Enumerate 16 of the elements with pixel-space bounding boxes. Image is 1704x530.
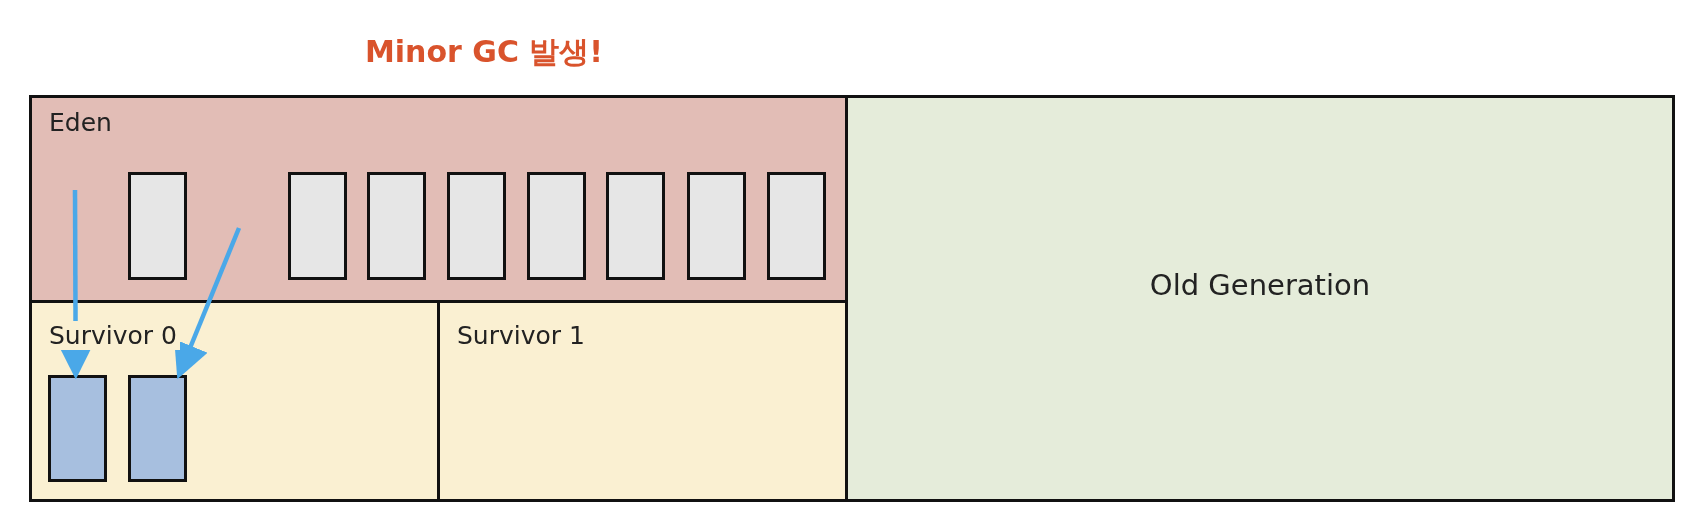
object-block bbox=[767, 172, 826, 280]
survived-object-block bbox=[48, 375, 107, 482]
survivor-region bbox=[29, 300, 440, 502]
object-block bbox=[687, 172, 746, 280]
arrow bbox=[174, 227, 242, 380]
object-block bbox=[606, 172, 665, 280]
old-generation-region bbox=[845, 95, 1675, 502]
survivor-region bbox=[437, 300, 848, 502]
eden-region bbox=[29, 95, 848, 303]
object-block bbox=[288, 172, 347, 280]
object-block bbox=[128, 172, 187, 280]
object-block bbox=[367, 172, 426, 280]
title: Minor GC 발생! bbox=[363, 33, 605, 71]
object-block bbox=[447, 172, 506, 280]
survived-object-block bbox=[128, 375, 187, 482]
object-block bbox=[527, 172, 586, 280]
